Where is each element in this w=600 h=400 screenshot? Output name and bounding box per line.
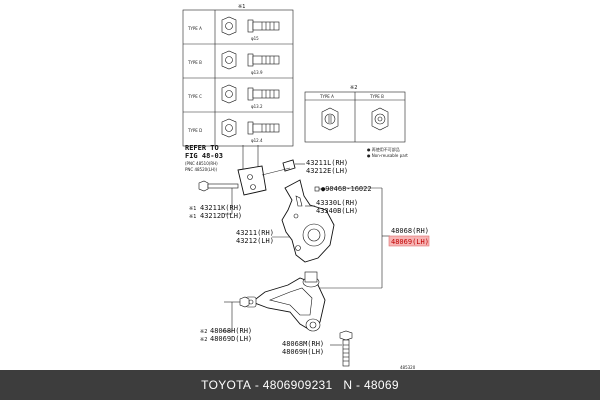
table1-type-b: TYPE B — [187, 60, 202, 65]
svg-text:43212(LH): 43212(LH) — [236, 237, 274, 245]
svg-text:43212D(LH): 43212D(LH) — [200, 212, 242, 220]
svg-text:43340B(LH): 43340B(LH) — [316, 207, 358, 215]
part-label-48068M: 48068M(RH) 48069H(LH) — [282, 340, 324, 356]
leader-lines — [222, 167, 390, 346]
diagram-code: 485320 — [400, 365, 416, 370]
bolt-48068M — [339, 330, 353, 367]
table2-mark: ※2 — [350, 85, 357, 91]
svg-text:FIG 48-03: FIG 48-03 — [185, 152, 223, 160]
strut-assembly — [237, 145, 267, 196]
part-label-48068H: ※2 48068H(RH) ※2 48069D(LH) — [200, 327, 252, 343]
bolt-48068H — [224, 296, 250, 308]
svg-text:※1: ※1 — [189, 206, 196, 212]
bolt-icon-type-a: φ15 — [221, 16, 280, 41]
table1-type-d: TYPE D — [187, 128, 202, 133]
svg-text:43211L(RH): 43211L(RH) — [306, 159, 348, 167]
part-label-90468: ●90468-16022 — [321, 185, 372, 193]
part-label-43330L: 43330L(RH) 43340B(LH) — [316, 199, 358, 215]
svg-text:43211K(RH): 43211K(RH) — [200, 204, 242, 212]
part-label-43211: 43211(RH) 43212(LH) — [236, 229, 274, 245]
svg-text:※1: ※1 — [189, 214, 196, 220]
refer-note: REFER TO FIG 48-03 (PNC 48510(RH) PNC 48… — [185, 144, 223, 172]
table1-mark: ※1 — [238, 4, 245, 10]
bolt-icon-type-d: φ12.4 — [221, 118, 280, 143]
svg-text:48068M(RH): 48068M(RH) — [282, 340, 324, 348]
svg-text:※2: ※2 — [200, 329, 207, 335]
footer-part-number: 4806909231 — [262, 378, 333, 392]
nut-43211L — [282, 159, 296, 172]
parts-diagram: ※1 TYPE A TYPE B TYPE C TYPE D φ15 φ13 — [182, 4, 430, 370]
table1-type-c: TYPE C — [187, 94, 202, 99]
svg-text:43330L(RH): 43330L(RH) — [316, 199, 358, 207]
table2-col-b: TYPE B — [369, 94, 384, 99]
legend-jp: ● 再使用不可部品 — [367, 146, 400, 152]
legend-en: ● Non-reusable part — [367, 153, 408, 158]
footer-brand: TOYOTA — [201, 378, 252, 392]
steering-knuckle — [281, 179, 335, 263]
table1-dim-a: φ15 — [251, 36, 259, 41]
ball-joint — [302, 271, 320, 288]
table1-dim-d: φ12.4 — [251, 138, 263, 143]
svg-text:48069(LH): 48069(LH) — [391, 238, 429, 246]
footer-sep2: N - — [332, 378, 364, 392]
svg-text:48069D(LH): 48069D(LH) — [210, 335, 252, 343]
table1-dim-c: φ13.2 — [251, 104, 263, 109]
lower-arm — [245, 271, 326, 332]
svg-text:43212E(LH): 43212E(LH) — [306, 167, 348, 175]
nut-icon-type-b — [371, 107, 389, 131]
part-info-footer: TOYOTA - 4806909231 N - 48069 — [0, 370, 600, 400]
part-label-48068: 48068(RH) — [391, 227, 429, 235]
bolt-icon-type-b: φ13.9 — [221, 50, 280, 75]
part-label-48069-highlighted: 48069(LH) — [388, 235, 430, 247]
table1-type-a: TYPE A — [187, 26, 202, 31]
svg-text:43211(RH): 43211(RH) — [236, 229, 274, 237]
svg-text:※2: ※2 — [200, 337, 207, 343]
arm-bushing-rear — [305, 318, 321, 332]
table1-dim-b: φ13.9 — [251, 70, 263, 75]
svg-text:REFER TO: REFER TO — [185, 144, 219, 152]
part-label-43211L: 43211L(RH) 43212E(LH) — [306, 159, 348, 175]
svg-text:PNC 48520(LH)): PNC 48520(LH)) — [185, 167, 218, 172]
bolt-90468 — [314, 186, 330, 192]
svg-text:48069H(LH): 48069H(LH) — [282, 348, 324, 356]
table1: TYPE A TYPE B TYPE C TYPE D φ15 φ13.9 — [182, 9, 294, 147]
footer-pnc: 48069 — [363, 378, 399, 392]
nut-icon-type-a — [321, 107, 339, 131]
footer-sep1: - — [251, 378, 263, 392]
bolt-icon-type-c: φ13.2 — [221, 84, 280, 109]
svg-text:48068H(RH): 48068H(RH) — [210, 327, 252, 335]
svg-text:(PNC 48510(RH): (PNC 48510(RH) — [185, 161, 218, 166]
bolt-43211K-upper — [198, 180, 239, 192]
table2: TYPE A TYPE B — [304, 91, 406, 143]
part-label-43211K: ※1 43211K(RH) ※1 43212D(LH) — [189, 204, 242, 220]
table2-col-a: TYPE A — [319, 94, 334, 99]
